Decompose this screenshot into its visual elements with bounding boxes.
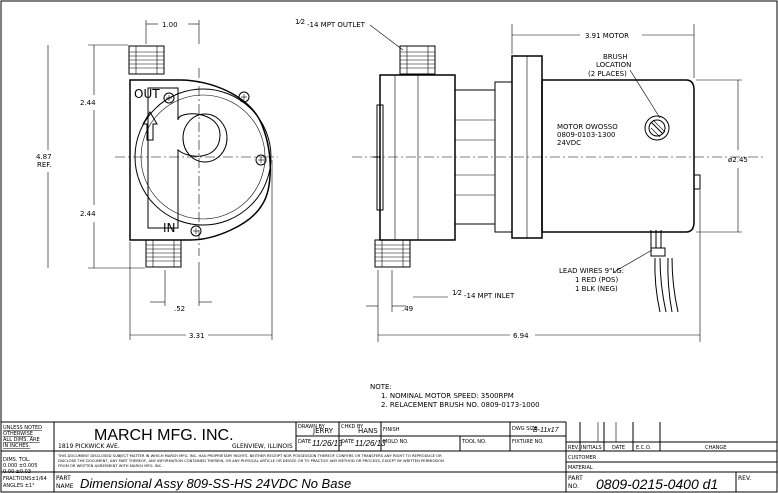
tol-line-8: FRACTIONS±1/64	[3, 476, 47, 482]
tol-line-3: ALL DIMS. ARE	[3, 437, 40, 443]
lead-wire-stubs	[650, 230, 662, 248]
date-2: 11/26/13	[355, 439, 386, 448]
tol-line-5: DIMS. TOL.	[3, 457, 31, 463]
eco-col-label: E.C.O.	[636, 445, 652, 451]
company-name: MARCH MFG. INC.	[94, 427, 234, 444]
initials-col-label: INITIALS	[581, 445, 602, 451]
in-label: IN	[163, 221, 176, 235]
dim-1-00: 1.00	[162, 21, 178, 29]
front-view: OUT IN 1.00 2.44 2.44 4.87 REF. .5	[36, 20, 278, 340]
tol-line-4: IN INCHES.	[3, 443, 31, 449]
dim-2-44-bottom: 2.44	[80, 210, 96, 218]
motor-label-2: 0809-0103-1300	[557, 131, 616, 139]
dim-3-31: 3.31	[189, 332, 205, 340]
motor-label-3: 24VDC	[557, 139, 581, 147]
drawn-by: JERRY	[312, 427, 334, 435]
dim-3-91-motor: 3.91 MOTOR	[585, 32, 629, 40]
inlet-label: -14 MPT INLET	[464, 292, 515, 300]
outlet-fraction: 1⁄2	[295, 18, 305, 26]
checked-by: HANS	[358, 427, 378, 435]
inlet-fraction: 1⁄2	[452, 289, 462, 297]
dim-dia-2-45: ø2.45	[728, 156, 748, 164]
date-label-2: DATE	[341, 439, 354, 445]
company-city: GLENVIEW, ILLINOIS	[232, 443, 293, 450]
disclaimer-1: THIS DOCUMENT DISCLOSED SUBJECT MATTER I…	[57, 454, 442, 458]
material-label: MATERIAL	[568, 465, 593, 471]
date-label-1: DATE	[298, 439, 311, 445]
out-label: OUT	[134, 87, 160, 101]
part-no-label-2: NO.	[568, 483, 579, 490]
dim-49: .49	[402, 305, 413, 313]
part-name-label-2: NAME	[56, 483, 74, 490]
dwg-size: B-11x17	[533, 427, 560, 434]
inlet-port	[145, 239, 182, 268]
side-view: 3.91 MOTOR ø2.45 .49 6.94	[352, 24, 764, 342]
title-block: UNLESS NOTED OTHERWISE ALL DIMS. ARE IN …	[1, 421, 777, 492]
dim-4-87: 4.87	[36, 153, 52, 161]
side-inlet-port	[374, 239, 411, 268]
date-col-label: DATE	[612, 445, 625, 451]
brush-label-2: LOCATION	[596, 61, 631, 69]
fixture-label: FIXTURE NO.	[512, 439, 544, 445]
tol-line-7: 0.00 ±0.03	[3, 469, 31, 475]
checked-by-label: CHKD BY	[341, 424, 364, 430]
motor-label-1: MOTOR OWOSSO	[557, 123, 618, 131]
dim-ref: REF.	[37, 161, 51, 169]
screw-icon	[255, 154, 267, 166]
pump-body-circle	[134, 88, 272, 226]
part-name: Dimensional Assy 809-SS-HS 24VDC No Base	[80, 476, 351, 491]
outlet-label: -14 MPT OUTLET	[307, 21, 366, 29]
motor-can	[541, 79, 695, 233]
part-no-label-1: PART	[568, 475, 583, 482]
brush-cap-icon	[644, 115, 670, 141]
customer-label: CUSTOMER	[568, 455, 597, 461]
tol-line-9: ANGLES ±1°	[3, 483, 35, 489]
note-1: 1. NOMINAL MOTOR SPEED: 3500RPM	[381, 392, 514, 400]
part-number: 0809-0215-0400 d1	[596, 476, 718, 492]
screw-icons	[163, 91, 267, 237]
tool-label: TOOL NO.	[461, 439, 487, 445]
lead-label-1: LEAD WIRES 9"LG:	[559, 267, 624, 275]
disclaimer-2: DISCLOSE THE DOCUMENT, ANY PART THEREOF,…	[58, 459, 444, 463]
flow-arrow-icon	[142, 111, 158, 141]
lead-label-3: 1 BLK (NEG)	[575, 285, 618, 293]
notes: NOTE: 1. NOMINAL MOTOR SPEED: 3500RPM 2.…	[370, 383, 540, 409]
dim-2-44-top: 2.44	[80, 99, 96, 107]
drawn-by-label: DRAWN BY	[298, 424, 326, 430]
rev-col-label: REV.	[568, 445, 579, 451]
screw-icon	[190, 225, 202, 237]
volute-cavity	[147, 87, 221, 229]
notes-heading: NOTE:	[370, 383, 392, 391]
mold-label: MOLD NO.	[383, 439, 409, 445]
tol-line-1: UNLESS NOTED	[3, 425, 42, 431]
tol-line-6: 0.000 ±0.005	[3, 463, 37, 469]
note-2: 2. RELACEMENT BRUSH NO. 0809-0173-1000	[381, 401, 540, 409]
dim-6-94: 6.94	[513, 332, 529, 340]
pump-head	[379, 74, 456, 241]
dwg-size-label: DWG SIZE	[512, 426, 538, 432]
tol-line-2: OTHERWISE	[3, 431, 33, 437]
disclaimer-3: FROM OR WRITTEN AGREEMENT WITH MARCH MFG…	[58, 464, 162, 468]
lead-label-2: 1 RED (POS)	[575, 276, 618, 284]
screw-icon	[163, 92, 175, 104]
callouts: 1⁄2 -14 MPT OUTLET 1⁄2 -14 MPT INLET BRU…	[295, 18, 631, 300]
brush-label-1: BRUSH	[603, 53, 628, 61]
pump-housing	[129, 79, 271, 241]
finish-label: FINISH	[383, 427, 400, 433]
change-col-label: CHANGE	[705, 445, 726, 451]
lead-wires	[654, 257, 679, 313]
dim-52: .52	[174, 305, 185, 313]
company-address: 1819 PICKWICK AVE.	[58, 443, 120, 450]
screw-icon	[238, 91, 250, 103]
date-1: 11/26/13	[312, 439, 343, 448]
part-name-label-1: PART	[56, 475, 71, 482]
brush-label-3: (2 PLACES)	[588, 70, 627, 78]
rev-box-label: REV.	[738, 475, 751, 482]
